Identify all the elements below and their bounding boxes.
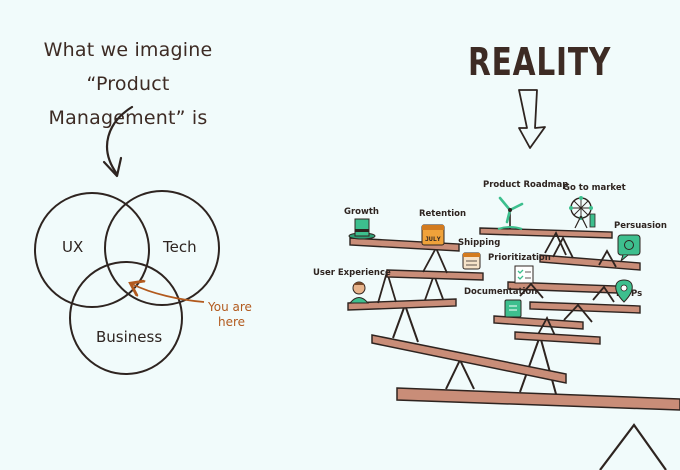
imagine-title: What we imagine “Product Management” is [28,33,228,135]
speech-bubble-icon [617,234,641,263]
topic-documentation: Documentation [464,287,537,297]
you-are-here-line-2: here [218,315,245,329]
checklist-icon [514,265,534,284]
ferris-wheel-icon [569,196,596,229]
curved-arrow-icon [106,105,134,176]
topic-growth: Growth [344,207,379,217]
venn-label-tech: Tech [162,238,197,256]
topic-prioritization: Prioritization [488,253,551,263]
top-hat-icon [348,218,376,240]
venn-diagram: UX Tech Business [34,190,220,375]
topic-go-to-market: Go to market [563,183,626,193]
venn-label-business: Business [96,328,162,346]
topic-shipping: Shipping [458,238,500,248]
calendar-icon [462,252,481,270]
wind-turbine-icon [497,196,524,230]
reality-title: REALITY [468,40,612,84]
reality-down-arrow-icon [518,89,546,149]
seesaw-structure [347,227,680,470]
imagine-title-line-2: “Product Management” is [48,73,208,129]
location-pin-icon [615,279,633,303]
venn-circle-tech [104,190,220,306]
venn-circle-ux [34,192,150,308]
calendar-july-text: JULY [425,235,441,243]
you-are-here-arrow [132,284,205,303]
topic-persuasion: Persuasion [614,221,667,231]
venn-circle-business [69,261,183,375]
venn-label-ux: UX [62,238,83,256]
you-are-here-line-1: You are [207,300,252,314]
topic-retention: Retention [419,209,466,219]
imagine-title-line-1: What we imagine [43,39,213,61]
topic-product-roadmap: Product Roadmap [483,180,568,190]
curved-arrow-head [102,156,123,178]
person-icon [348,281,370,304]
calendar-july-icon: JULY [421,224,445,246]
topic-user-experience: User Experience [313,268,391,278]
document-icon [504,299,522,318]
